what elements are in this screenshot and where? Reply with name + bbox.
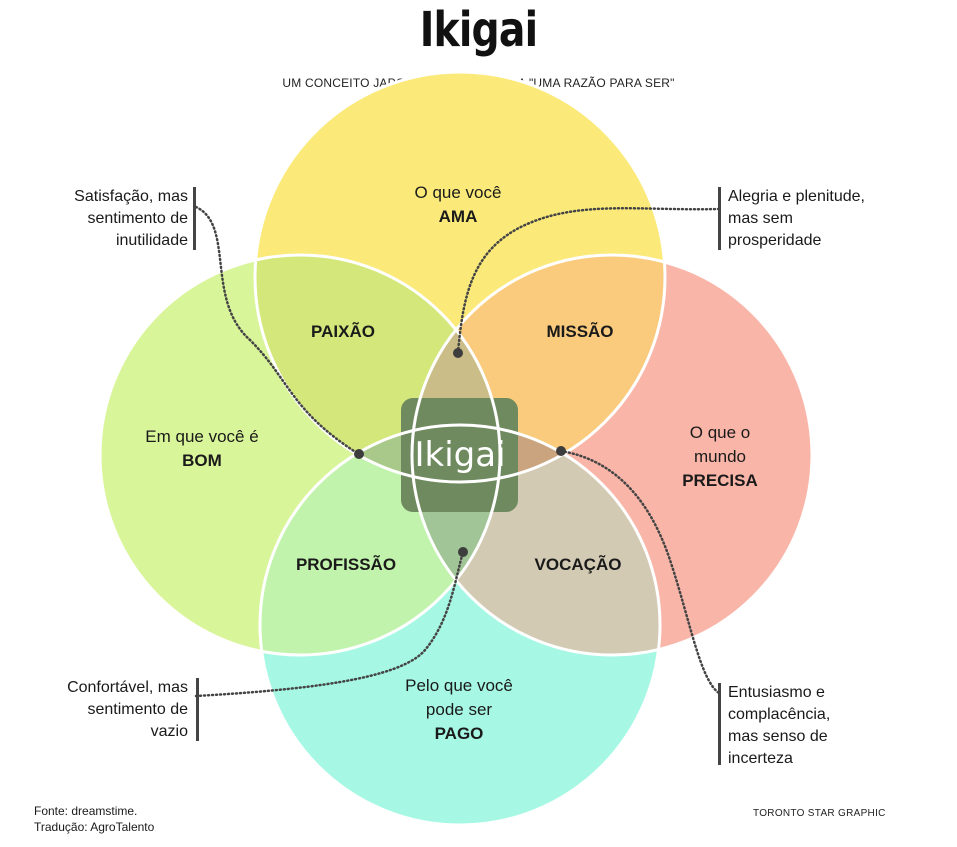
note-bottom-right-line: mas senso de xyxy=(728,728,828,745)
label-vocacao: VOCAÇÃO xyxy=(535,554,622,574)
connector-lines xyxy=(194,205,721,698)
label-paixao: PAIXÃO xyxy=(311,321,375,341)
footer-credit: TORONTO STAR GRAPHIC xyxy=(753,808,886,819)
pago-line3: PAGO xyxy=(435,724,484,743)
note-bottom-left: Confortável, mas sentimento de vazio xyxy=(20,677,188,743)
diagram-title: Ikigai xyxy=(419,2,538,58)
pago-line2: pode ser xyxy=(426,700,492,719)
connector-bottom-left xyxy=(194,550,465,698)
note-bottom-right-line: complacência, xyxy=(728,706,831,723)
note-bottom-right-line: incerteza xyxy=(728,750,793,767)
connector-top-right xyxy=(456,207,721,354)
bom-line1: Em que você é xyxy=(145,427,258,446)
note-bottom-left-bracket xyxy=(196,678,199,741)
label-missao: MISSÃO xyxy=(546,321,613,341)
note-top-left-line: sentimento de xyxy=(87,210,188,227)
label-center-ikigai: Ikigai xyxy=(414,435,505,475)
circle-outlines xyxy=(98,70,814,827)
note-bottom-left-line: Confortável, mas xyxy=(67,679,188,696)
note-bottom-right-bracket xyxy=(718,683,721,765)
note-bottom-right: Entusiasmo e complacência, mas senso de … xyxy=(728,682,928,770)
ama-line2: AMA xyxy=(439,207,478,226)
note-bottom-left-line: vazio xyxy=(150,723,188,740)
note-top-left: Satisfação, mas sentimento de inutilidad… xyxy=(20,186,188,252)
bom-line2: BOM xyxy=(182,451,222,470)
note-top-right-line: Alegria e plenitude, xyxy=(728,188,865,205)
note-top-right-bracket xyxy=(718,187,721,250)
footer-translation-line: Tradução: AgroTalento xyxy=(34,820,155,834)
note-top-left-line: inutilidade xyxy=(115,232,188,249)
note-bottom-left-line: sentimento de xyxy=(87,701,188,718)
note-top-right: Alegria e plenitude, mas sem prosperidad… xyxy=(728,186,928,252)
precisa-line2: mundo xyxy=(694,447,746,466)
note-top-right-line: prosperidade xyxy=(728,232,822,249)
precisa-line3: PRECISA xyxy=(682,471,758,490)
connector-dots xyxy=(354,348,566,557)
footer-source-line: Fonte: dreamstime. xyxy=(34,804,138,818)
note-top-left-line: Satisfação, mas xyxy=(74,188,188,205)
precisa-line1: O que o xyxy=(690,423,751,442)
note-top-left-bracket xyxy=(193,187,196,250)
note-top-right-line: mas sem xyxy=(728,210,793,227)
label-profissao: PROFISSÃO xyxy=(296,554,396,574)
note-bottom-right-line: Entusiasmo e xyxy=(728,684,825,701)
pago-line1: Pelo que você xyxy=(405,676,513,695)
connector-bottom-right xyxy=(559,449,721,695)
footer-source: Fonte: dreamstime. Tradução: AgroTalento xyxy=(34,803,154,835)
connector-top-left xyxy=(194,205,359,455)
ama-line1: O que você xyxy=(415,183,502,202)
